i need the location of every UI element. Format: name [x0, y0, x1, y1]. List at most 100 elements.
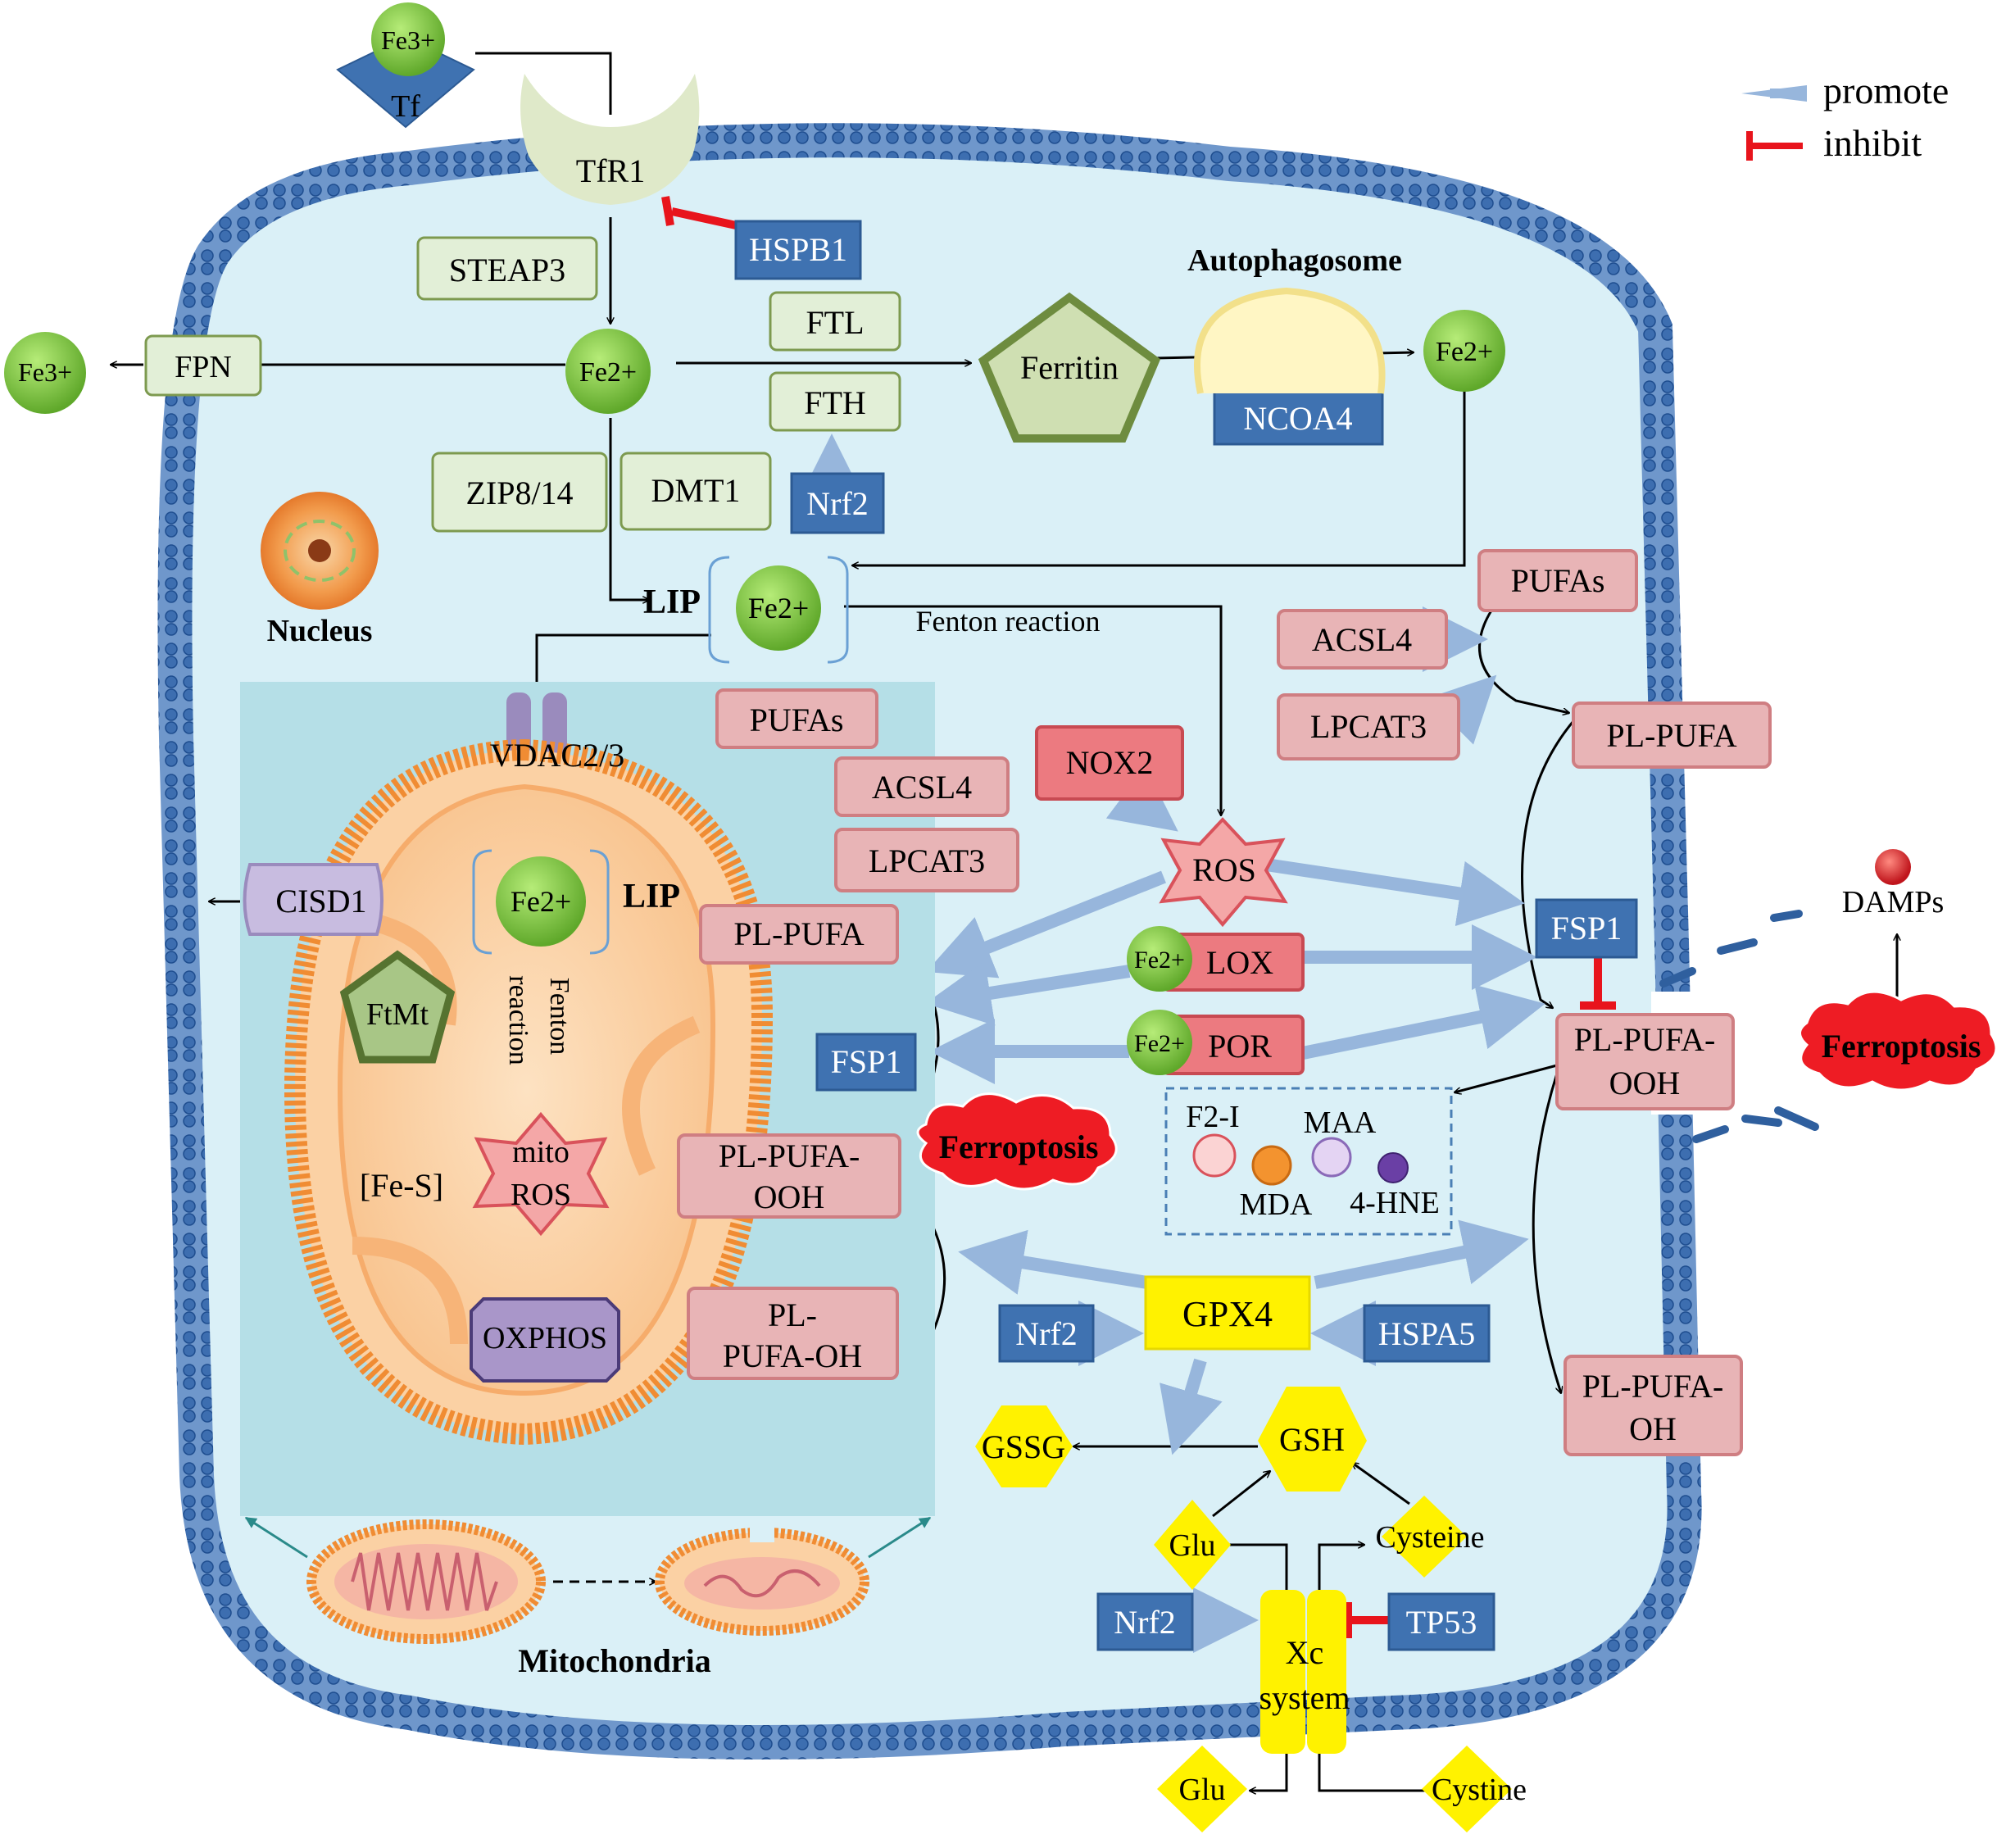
- legend-inhibit-label: inhibit: [1823, 122, 1922, 164]
- hspa5-label: HSPA5: [1378, 1315, 1476, 1352]
- healthy-mito-cristae: [351, 1552, 498, 1611]
- ferroptosis-mito-cloud: [916, 1092, 1118, 1191]
- mito-panel-right-arrow: [868, 1516, 932, 1559]
- pl-pufa-ooh-mito-box: [677, 1133, 901, 1219]
- cisd1-label: CISD1: [275, 883, 366, 919]
- por-label: POR: [1208, 1028, 1272, 1065]
- lip-mito-bracket-right: [589, 849, 610, 955]
- glu-in-label: Glu: [1169, 1528, 1216, 1563]
- lpcat3-right-label: LPCAT3: [1310, 708, 1427, 745]
- fth-box: [769, 371, 901, 432]
- tfr1-receptor: [520, 74, 700, 205]
- healthy-mitochondrion: [306, 1519, 546, 1644]
- fsp1-right-box: [1535, 898, 1638, 959]
- gpx4-to-ooh-right-arrow: [1314, 1219, 1529, 1289]
- hne-label: 4-HNE: [1350, 1186, 1440, 1220]
- fe3-to-tfr1-line: [475, 52, 612, 115]
- fe3-left-circle: [4, 332, 86, 414]
- cystine-to-xc-line: [1318, 1750, 1426, 1792]
- legend-promote-bar: [1770, 89, 1807, 98]
- fpn-label: FPN: [175, 350, 232, 384]
- ftmt-label: FtMt: [366, 997, 429, 1032]
- ferritin-pentagon: [978, 292, 1161, 443]
- cystine-label: Cystine: [1432, 1773, 1527, 1807]
- pl-pufa-oh-right-label-1: PL-PUFA-: [1582, 1368, 1724, 1405]
- damps-ball: [1875, 849, 1911, 885]
- fsp1-right-label: FSP1: [1551, 910, 1622, 947]
- pink-boxes-mito: [677, 688, 1019, 1380]
- tp53-box: [1387, 1592, 1495, 1651]
- f2i-label: F2-I: [1186, 1100, 1239, 1134]
- mda-label: MDA: [1240, 1187, 1313, 1222]
- tf-diamond: [336, 35, 475, 129]
- steap3-label: STEAP3: [449, 252, 565, 288]
- fe2-por-label: Fe2+: [1134, 1030, 1185, 1057]
- dmt1-box: [620, 452, 772, 531]
- pl-pufa-oh-mito-box: [687, 1287, 899, 1380]
- dmt1-label: DMT1: [651, 472, 741, 509]
- cysteine-diamond: [1382, 1496, 1467, 1578]
- xc-label-1: Xc: [1286, 1634, 1324, 1671]
- cysteine-to-gsh-arrow: [1352, 1463, 1410, 1505]
- green-boxes: [144, 236, 901, 533]
- mito-crista-2: [622, 1015, 701, 1176]
- nrf2-gpx4-box: [998, 1304, 1095, 1363]
- nrf2-gpx4-label: Nrf2: [1015, 1315, 1078, 1352]
- fe3-top-circle: [371, 2, 445, 76]
- fe2-to-lip-arrow: [609, 418, 649, 600]
- fenton-mito-label: Fenton: [544, 978, 574, 1055]
- fe2-lip-circle: [736, 565, 821, 651]
- xc-to-cysteine-arrow: [1318, 1545, 1364, 1590]
- lip-bracket-right: [827, 556, 849, 664]
- pufas-mito-box: [715, 688, 878, 749]
- ferroptosis-mito-label: Ferroptosis: [939, 1128, 1099, 1165]
- autophagosome-vesicle: [1194, 287, 1386, 394]
- pl-pufa-mito-label: PL-PUFA: [733, 915, 864, 952]
- gsh-hexagon: [1258, 1387, 1367, 1492]
- pufas-right-box: [1477, 549, 1638, 612]
- mda-ball: [1251, 1145, 1292, 1186]
- hspb1-box: [734, 220, 862, 280]
- ros-star: [1159, 817, 1288, 928]
- legend: promote inhibit: [1741, 70, 1949, 164]
- pink-boxes-right: [1277, 549, 1772, 1456]
- acsl4-mito-box: [834, 756, 1010, 817]
- fpn-box: [144, 334, 262, 397]
- pl-pufa-oh-mito-label-2: PUFA-OH: [723, 1337, 862, 1374]
- oxphos-label: OXPHOS: [483, 1321, 607, 1355]
- nrf2-xc-box: [1096, 1592, 1194, 1651]
- xc-to-glu-out-arrow: [1250, 1750, 1288, 1791]
- ros-label: ROS: [1192, 851, 1256, 888]
- mito-ros-label-2: ROS: [511, 1178, 571, 1212]
- nrf2-fth-label: Nrf2: [806, 485, 869, 522]
- zip-label: ZIP8/14: [465, 474, 573, 511]
- glu-out-diamond: [1157, 1746, 1247, 1832]
- nrf2-xc-label: Nrf2: [1114, 1604, 1176, 1641]
- gsh-label: GSH: [1279, 1421, 1345, 1458]
- fe2-lox-circle: [1127, 926, 1192, 992]
- ooh-right-to-products-arrow: [1455, 1064, 1558, 1092]
- fe2-mito-circle: [496, 856, 586, 947]
- acsl4-right-box: [1277, 609, 1448, 670]
- glu-in-diamond: [1154, 1500, 1231, 1590]
- pl-pufa-oh-right-label-2: OH: [1629, 1410, 1677, 1447]
- ftmt-pentagon: [339, 950, 456, 1064]
- ooh-right-to-oh-arrow: [1532, 1073, 1561, 1393]
- fe2-por-circle: [1127, 1010, 1192, 1075]
- cysteine-label: Cysteine: [1376, 1520, 1485, 1555]
- gssg-label: GSSG: [982, 1428, 1065, 1465]
- hspb1-inhibit-tee: [661, 196, 674, 226]
- lip-label: LIP: [643, 583, 701, 621]
- maa-ball: [1311, 1137, 1352, 1178]
- oxphos-shape: [470, 1297, 620, 1383]
- autophagosome-label: Autophagosome: [1187, 243, 1402, 278]
- acsl4-right-label: ACSL4: [1312, 621, 1412, 658]
- transferrin-complex: Tf Fe3+: [336, 2, 475, 129]
- gpx4-to-gsh-gssg-arrow: [1160, 1358, 1223, 1455]
- mito-inner-membrane: [337, 783, 716, 1396]
- nucleus-inner: [284, 520, 356, 582]
- hspb1-label: HSPB1: [749, 231, 847, 268]
- ferritin-label: Ferritin: [1020, 349, 1119, 386]
- maa-label: MAA: [1304, 1106, 1377, 1140]
- steap3-box: [416, 236, 598, 301]
